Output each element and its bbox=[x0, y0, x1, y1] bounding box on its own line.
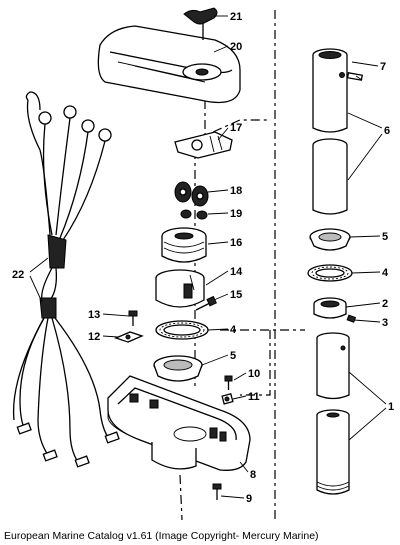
callout-16: 16 bbox=[230, 237, 242, 249]
callout-6: 6 bbox=[384, 125, 390, 137]
callout-labels: 21 20 17 18 19 16 14 15 4 5 10 11 8 9 13… bbox=[12, 11, 394, 505]
coil-cylinder-part bbox=[161, 227, 207, 263]
middle-tube-part bbox=[312, 138, 348, 215]
callout-7: 7 bbox=[380, 61, 386, 73]
screw-9-part bbox=[212, 483, 222, 500]
lower-tube-upper-part bbox=[316, 332, 350, 400]
base-housing-part bbox=[107, 375, 251, 471]
race-left-part bbox=[153, 355, 203, 382]
nut-pair-part bbox=[180, 209, 208, 220]
image-caption: European Marine Catalog v1.61 (Image Cop… bbox=[4, 530, 319, 542]
callout-19: 19 bbox=[230, 208, 242, 220]
wiring-harness-part bbox=[12, 91, 120, 468]
callout-2: 2 bbox=[382, 298, 388, 310]
callout-5-left: 5 bbox=[230, 350, 236, 362]
callout-9: 9 bbox=[246, 493, 252, 505]
callout-18: 18 bbox=[230, 185, 242, 197]
callout-11: 11 bbox=[248, 391, 260, 403]
screw-3-part bbox=[346, 314, 357, 323]
screw-10-part bbox=[224, 375, 233, 390]
callout-4-left: 4 bbox=[230, 324, 237, 336]
screw-13-part bbox=[128, 310, 138, 326]
bearing-ring-right-part bbox=[307, 264, 353, 282]
callout-1: 1 bbox=[388, 401, 394, 413]
callout-21: 21 bbox=[230, 11, 242, 23]
assembly-center-lines bbox=[179, 10, 305, 521]
bracket-part bbox=[174, 131, 233, 159]
callout-22: 22 bbox=[12, 269, 24, 281]
nut-11-part bbox=[221, 393, 234, 405]
leader-lines bbox=[29, 15, 387, 499]
callout-10: 10 bbox=[248, 368, 260, 380]
callout-17: 17 bbox=[230, 122, 242, 134]
housing-part bbox=[155, 269, 205, 308]
lower-tube-lower-part bbox=[316, 409, 350, 495]
callout-3: 3 bbox=[382, 317, 388, 329]
race-right-part bbox=[309, 228, 351, 251]
callout-15: 15 bbox=[230, 289, 242, 301]
callout-4-right: 4 bbox=[382, 267, 389, 279]
upper-tube-part bbox=[312, 48, 348, 133]
bearing-ring-left-part bbox=[155, 320, 209, 340]
callout-20: 20 bbox=[230, 41, 242, 53]
collar-part bbox=[313, 297, 347, 319]
clip-part bbox=[114, 331, 144, 343]
callout-12: 12 bbox=[88, 331, 100, 343]
callout-14: 14 bbox=[230, 266, 243, 278]
callout-5-right: 5 bbox=[382, 231, 388, 243]
top-cover-part bbox=[97, 7, 241, 104]
callout-8: 8 bbox=[250, 469, 256, 481]
callout-13: 13 bbox=[88, 309, 100, 321]
gear-pair-part bbox=[174, 181, 209, 207]
pin-7-part bbox=[346, 72, 363, 81]
